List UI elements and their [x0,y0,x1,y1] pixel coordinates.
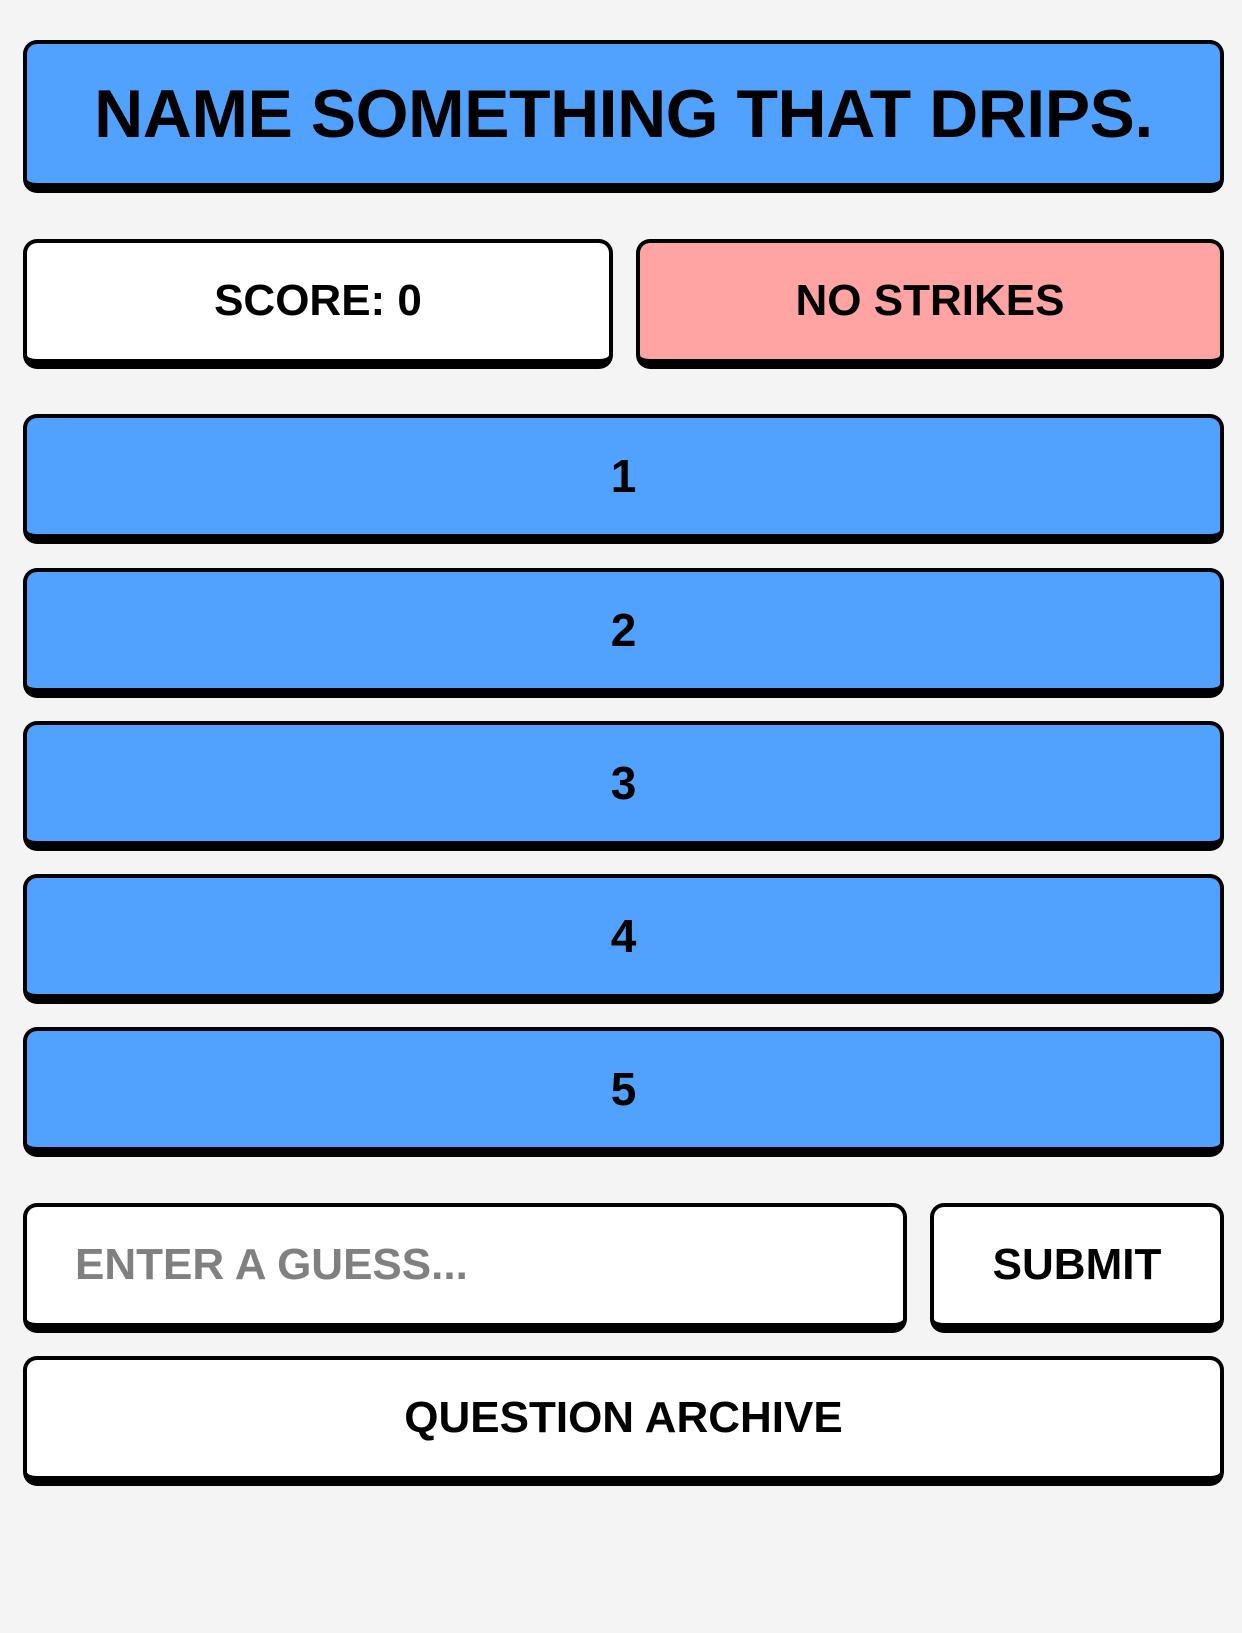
score-display: SCORE: 0 [23,239,613,369]
answer-slot-label: 1 [610,450,637,502]
answer-slot-label: 4 [610,910,637,962]
answer-slot-label: 2 [610,604,637,656]
answer-slot-3[interactable]: 3 [23,721,1224,851]
strikes-text: NO STRIKES [795,276,1065,325]
guess-input[interactable] [27,1207,903,1323]
submit-button[interactable]: SUBMIT [930,1203,1224,1333]
submit-label: SUBMIT [992,1240,1162,1289]
answer-slot-5[interactable]: 5 [23,1027,1224,1157]
answer-slot-2[interactable]: 2 [23,568,1224,698]
question-archive-label: QUESTION ARCHIVE [404,1393,843,1442]
answer-slot-1[interactable]: 1 [23,414,1224,544]
score-text: SCORE: 0 [214,276,422,325]
answer-slot-label: 3 [610,757,637,809]
question-archive-button[interactable]: QUESTION ARCHIVE [23,1356,1224,1486]
guess-field [23,1203,907,1333]
answer-slot-label: 5 [610,1063,637,1115]
question-text: NAME SOMETHING THAT DRIPS. [94,75,1153,152]
strikes-display: NO STRIKES [636,239,1224,369]
question-banner: NAME SOMETHING THAT DRIPS. [23,40,1224,193]
answer-slot-4[interactable]: 4 [23,874,1224,1004]
